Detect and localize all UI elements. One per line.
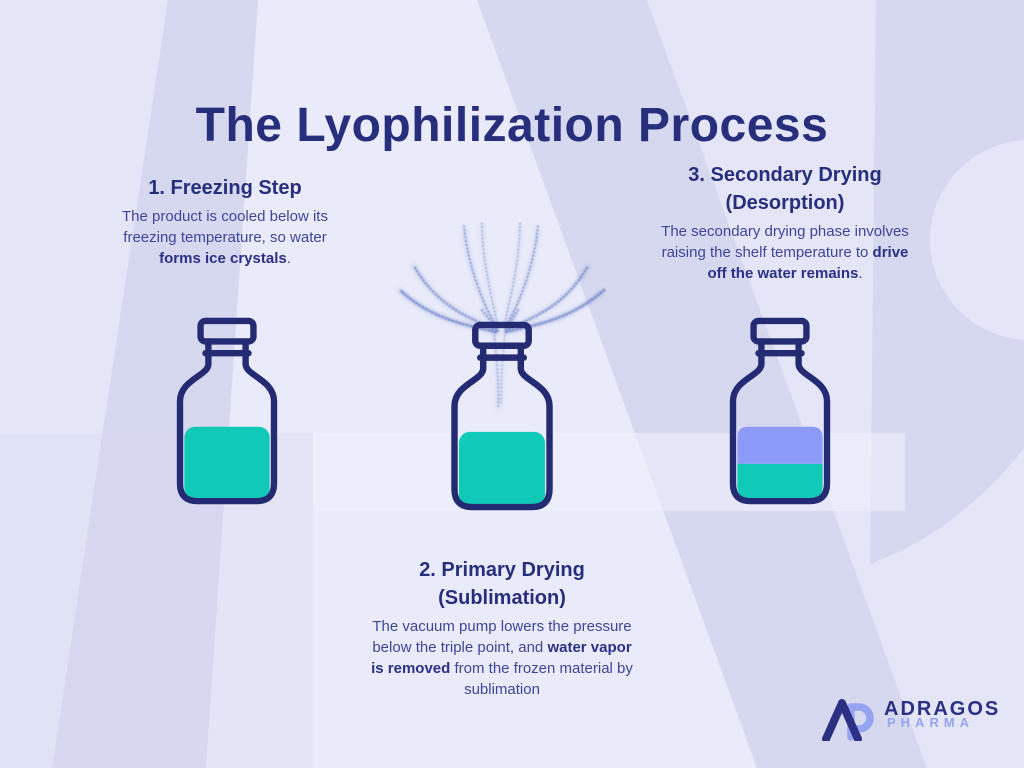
vial-cap: [750, 317, 810, 345]
vial-body: [451, 354, 553, 511]
logo-p-shape: [847, 703, 874, 741]
step-2-primary-drying: 2. Primary Drying (Sublimation) The vacu…: [356, 556, 648, 700]
step-1-description: The product is cooled below its freezing…: [122, 208, 328, 267]
vial-cap: [197, 317, 257, 345]
page-title: The Lyophilization Process: [195, 99, 829, 153]
vial-body: [176, 350, 278, 505]
step-3-description: The secondary drying phase involves rais…: [661, 223, 909, 282]
logo-a-shape: [822, 699, 862, 741]
vial-secondary-drying-icon: [729, 317, 831, 505]
watermark-a-counter: [206, 0, 757, 768]
step-2-description: The vacuum pump lowers the pressure belo…: [371, 618, 633, 698]
step-3-secondary-drying: 3. Secondary Drying (Desorption) The sec…: [645, 161, 925, 284]
bound-water-layer: [737, 426, 823, 464]
vial-freezing-icon: [176, 317, 278, 505]
watermark-a-left-leg: [52, 0, 258, 768]
vial-cap: [472, 321, 532, 349]
watermark-a-right-leg: [477, 0, 927, 768]
step-2-heading: 2. Primary Drying (Sublimation): [419, 559, 585, 609]
watermark-p-hole: [930, 140, 1024, 340]
dried-product-layer: [737, 463, 823, 500]
step-1-freezing: 1. Freezing Step The product is cooled b…: [103, 174, 347, 269]
logo-company-name: ADRAGOS: [884, 698, 1001, 720]
vial-body: [729, 350, 831, 505]
vial-primary-drying-icon: [451, 321, 553, 511]
frozen-liquid: [458, 431, 546, 506]
step-3-heading: 3. Secondary Drying (Desorption): [688, 164, 882, 214]
adragos-logo-icon: [822, 699, 874, 741]
logo-company-subtitle: PHARMA: [887, 715, 975, 730]
frozen-liquid: [184, 426, 270, 500]
step-1-heading: 1. Freezing Step: [148, 177, 302, 199]
